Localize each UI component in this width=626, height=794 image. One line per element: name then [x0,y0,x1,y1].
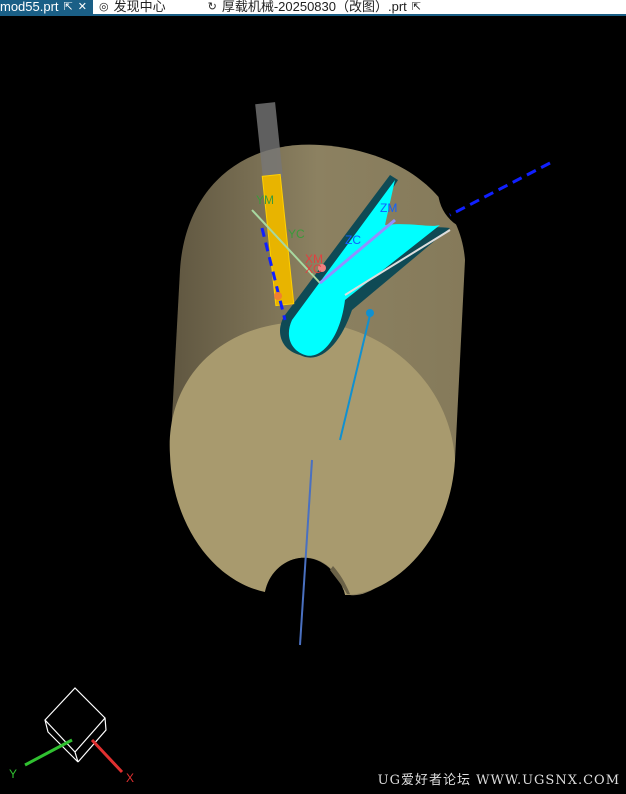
tab-label: 厚载机械-20250830（改图）.prt [221,0,407,14]
refresh-icon: ↻ [207,1,217,13]
tab-bar: mod55.prt ⇱ ✕ ◎ 发现中心 ↻ 厚载机械-20250830（改图）… [0,0,626,16]
tab-label: mod55.prt [0,0,59,14]
part-body[interactable] [169,144,465,596]
label-xc: XC [305,262,322,276]
popout-icon[interactable]: ⇱ [411,1,421,13]
triad-x-label: X [126,771,134,785]
label-zm: ZM [380,201,397,215]
y-axis-arrow [24,738,73,767]
discovery-icon: ◎ [98,1,109,13]
label-yc: YC [288,227,305,241]
tool-axis-vector[interactable] [344,229,451,296]
tool-holder[interactable] [255,102,295,307]
normal-vector[interactable] [339,314,371,441]
close-icon[interactable]: ✕ [77,1,87,13]
tab-part-file[interactable]: ↻ 厚载机械-20250830（改图）.prt ⇱ [202,0,427,14]
tab-discovery-center[interactable]: ◎ 发现中心 [93,0,172,14]
popout-icon[interactable]: ⇱ [63,1,73,13]
x-axis-arrow [90,738,124,774]
zc-vector[interactable] [319,218,396,285]
ym-vector[interactable] [251,209,321,284]
dashed-axis [260,227,287,321]
tab-label: 发现中心 [113,0,166,14]
view-triad[interactable]: Y X [9,687,134,785]
dashed-axis [449,161,551,217]
graphics-viewport[interactable]: YM YC XM XC ZC ZM Y X [0,16,626,794]
label-ym: YM [256,193,274,207]
label-zc: ZC [345,233,361,247]
triad-y-label: Y [9,767,17,781]
center-line [299,459,313,646]
label-xm: XM [305,252,323,266]
tab-mod55[interactable]: mod55.prt ⇱ ✕ [0,0,93,14]
watermark: UG爱好者论坛 WWW.UGSNX.COM [377,773,620,788]
